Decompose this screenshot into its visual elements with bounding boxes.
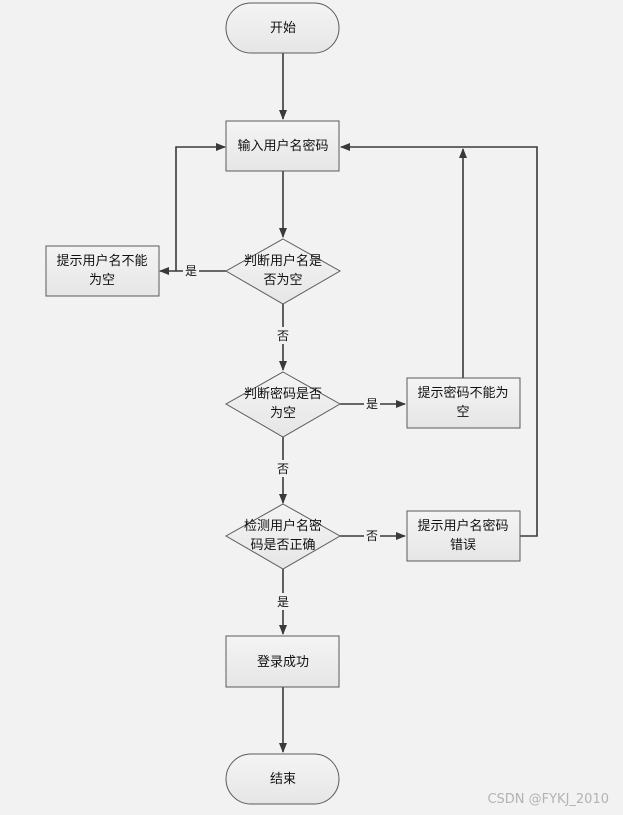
- login-success-node: [225, 635, 340, 688]
- edge-label-username-yes: 是: [185, 264, 197, 278]
- watermark: CSDN @FYKJ_2010: [487, 792, 609, 807]
- username-empty-prompt-node: [45, 245, 160, 297]
- username-empty-decision: [224, 238, 342, 305]
- login-success-label: 登录成功: [257, 655, 309, 670]
- username-empty-decision-label-line1: 判断用户名是: [244, 253, 322, 269]
- end-label: 结束: [270, 772, 296, 787]
- edge-username-prompt-back: [175, 143, 226, 271]
- edge-label-username-no: 否: [277, 329, 289, 343]
- edge-wrong-prompt-back: [340, 143, 538, 537]
- edge-label-verify-yes: 是: [277, 595, 289, 609]
- input-credentials-label: 输入用户名密码: [237, 138, 328, 154]
- credentials-wrong-prompt-label-line2: 错误: [450, 538, 476, 553]
- password-empty-decision: [224, 371, 342, 438]
- password-empty-decision-label-line2: 为空: [270, 406, 296, 421]
- credentials-wrong-prompt-node: [406, 510, 521, 562]
- password-empty-decision-label-line1: 判断密码是否: [244, 386, 322, 402]
- username-empty-decision-label-line2: 否为空: [263, 273, 302, 288]
- edge-label-password-yes: 是: [366, 397, 378, 411]
- password-empty-prompt-node: [406, 377, 521, 429]
- verify-credentials-label-line2: 码是否正确: [250, 538, 315, 553]
- verify-credentials-decision: [224, 503, 342, 570]
- verify-credentials-label-line1: 检测用户名密: [244, 518, 322, 534]
- password-empty-prompt-label-line1: 提示密码不能为: [417, 385, 508, 401]
- start-node: [225, 2, 340, 54]
- input-credentials-node: [225, 120, 340, 172]
- username-empty-prompt-label-line1: 提示用户名不能: [56, 253, 147, 269]
- credentials-wrong-prompt-label-line1: 提示用户名密码: [417, 518, 508, 534]
- edge-label-verify-no: 否: [366, 529, 378, 543]
- password-empty-prompt-label-line2: 空: [456, 405, 469, 420]
- edge-label-password-no: 否: [277, 462, 289, 476]
- end-node: [225, 753, 340, 805]
- start-label: 开始: [270, 21, 296, 36]
- username-empty-prompt-label-line2: 为空: [89, 273, 115, 288]
